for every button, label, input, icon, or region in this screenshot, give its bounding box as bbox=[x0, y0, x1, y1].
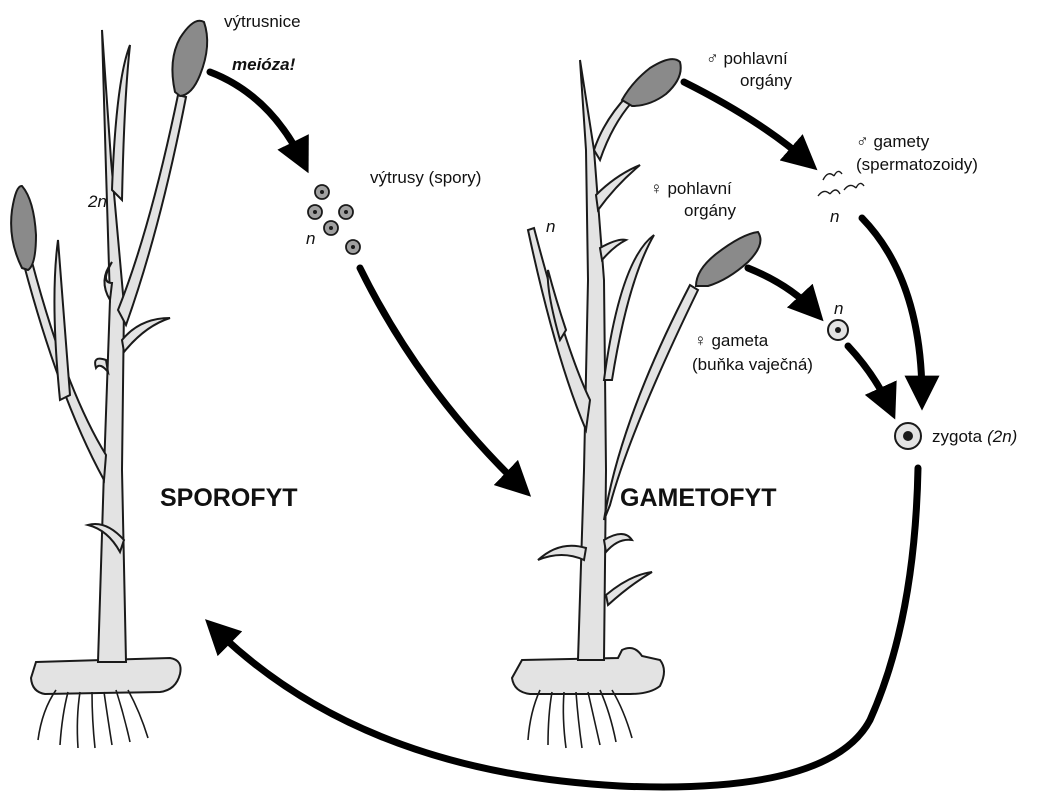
male-gametes-label-line2: (spermatozoidy) bbox=[856, 155, 978, 174]
male-organs-label-line1: ♂ pohlavní bbox=[706, 49, 788, 68]
female-sex-organ bbox=[696, 232, 760, 286]
spores-ploidy: n bbox=[306, 229, 315, 248]
sporophyte-rhizome bbox=[31, 658, 181, 694]
gametophyte-roots bbox=[528, 690, 632, 748]
female-organs-label-line1: ♀ pohlavní bbox=[650, 179, 732, 198]
sporophyte-branch-right bbox=[118, 95, 186, 325]
arrow-female-organ-to-egg bbox=[748, 268, 815, 312]
sporophyte-plant bbox=[11, 21, 207, 748]
sporophyte-roots bbox=[38, 690, 148, 748]
meiosis-label: meióza! bbox=[232, 55, 296, 74]
gametophyte-title: GAMETOFYT bbox=[620, 484, 776, 512]
zygote-cell bbox=[895, 423, 921, 449]
zygote-text: zygota bbox=[932, 427, 983, 446]
spores bbox=[308, 185, 360, 254]
arrow-sporangium-to-spores bbox=[210, 72, 303, 162]
sporophyte-title: SPOROFYT bbox=[160, 484, 298, 512]
spermatozoids bbox=[818, 171, 864, 196]
male-sex-organ bbox=[622, 59, 681, 106]
gametophyte-plant bbox=[512, 59, 760, 748]
spore-5 bbox=[346, 240, 360, 254]
spores-label: výtrusy (spory) bbox=[370, 168, 481, 187]
sporangium-label: výtrusnice bbox=[224, 12, 301, 31]
arrow-egg-to-zygote bbox=[848, 346, 890, 408]
spore-2 bbox=[308, 205, 322, 219]
male-gametes-ploidy: n bbox=[830, 207, 839, 226]
egg-cell bbox=[828, 320, 848, 340]
gametophyte-branch-upper bbox=[594, 95, 632, 160]
spore-3 bbox=[339, 205, 353, 219]
male-organs-label-line2: orgány bbox=[740, 71, 792, 90]
female-gamete-label-line1: ♀ gameta bbox=[694, 331, 769, 350]
sporophyte-ploidy: 2n bbox=[87, 192, 107, 211]
female-gamete-label-line2: (buňka vaječná) bbox=[692, 355, 813, 374]
arrow-male-organ-to-gametes bbox=[684, 82, 808, 162]
gametophyte-ploidy: n bbox=[546, 217, 555, 236]
spore-4 bbox=[324, 221, 338, 235]
zygote-label: zygota(2n) bbox=[932, 427, 1017, 446]
arrow-spores-to-gametophyte bbox=[360, 268, 522, 488]
male-gametes-label-line1: ♂ gamety bbox=[856, 132, 930, 151]
zygote-ploidy: (2n) bbox=[987, 427, 1017, 446]
arrow-zygote-to-sporophyte bbox=[214, 468, 918, 787]
female-gamete-ploidy: n bbox=[834, 299, 843, 318]
sporangium-small bbox=[11, 186, 36, 270]
spore-1 bbox=[315, 185, 329, 199]
female-organs-label-line2: orgány bbox=[684, 201, 736, 220]
sporangium-large bbox=[172, 21, 207, 96]
